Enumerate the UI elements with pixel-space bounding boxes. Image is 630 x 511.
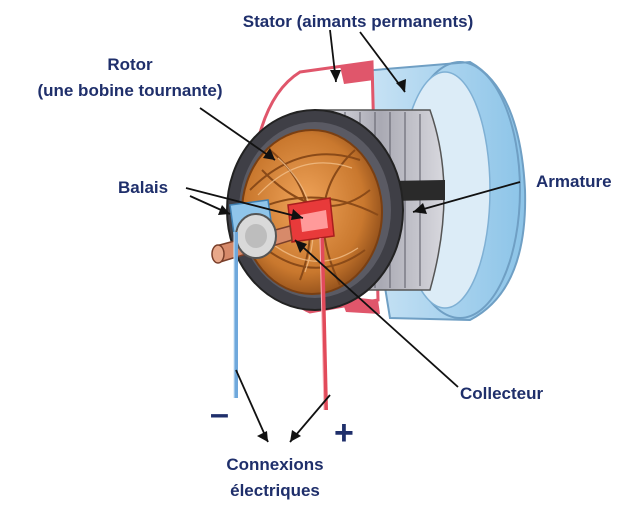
label-collecteur: Collecteur: [460, 384, 544, 403]
minus-sign: –: [210, 395, 229, 433]
label-armature: Armature: [536, 172, 612, 191]
wire-negative: [234, 232, 236, 398]
label-balais: Balais: [118, 178, 168, 197]
label-connexions-line1: Connexions: [226, 455, 323, 474]
label-rotor-line1: Rotor: [107, 55, 153, 74]
label-rotor-line2: (une bobine tournante): [37, 81, 222, 100]
connexions-leader-1: [236, 370, 268, 442]
label-stator: Stator (aimants permanents): [243, 12, 474, 31]
label-connexions-line2: électriques: [230, 481, 320, 500]
plus-sign: +: [334, 414, 354, 452]
commutator: [288, 198, 334, 242]
